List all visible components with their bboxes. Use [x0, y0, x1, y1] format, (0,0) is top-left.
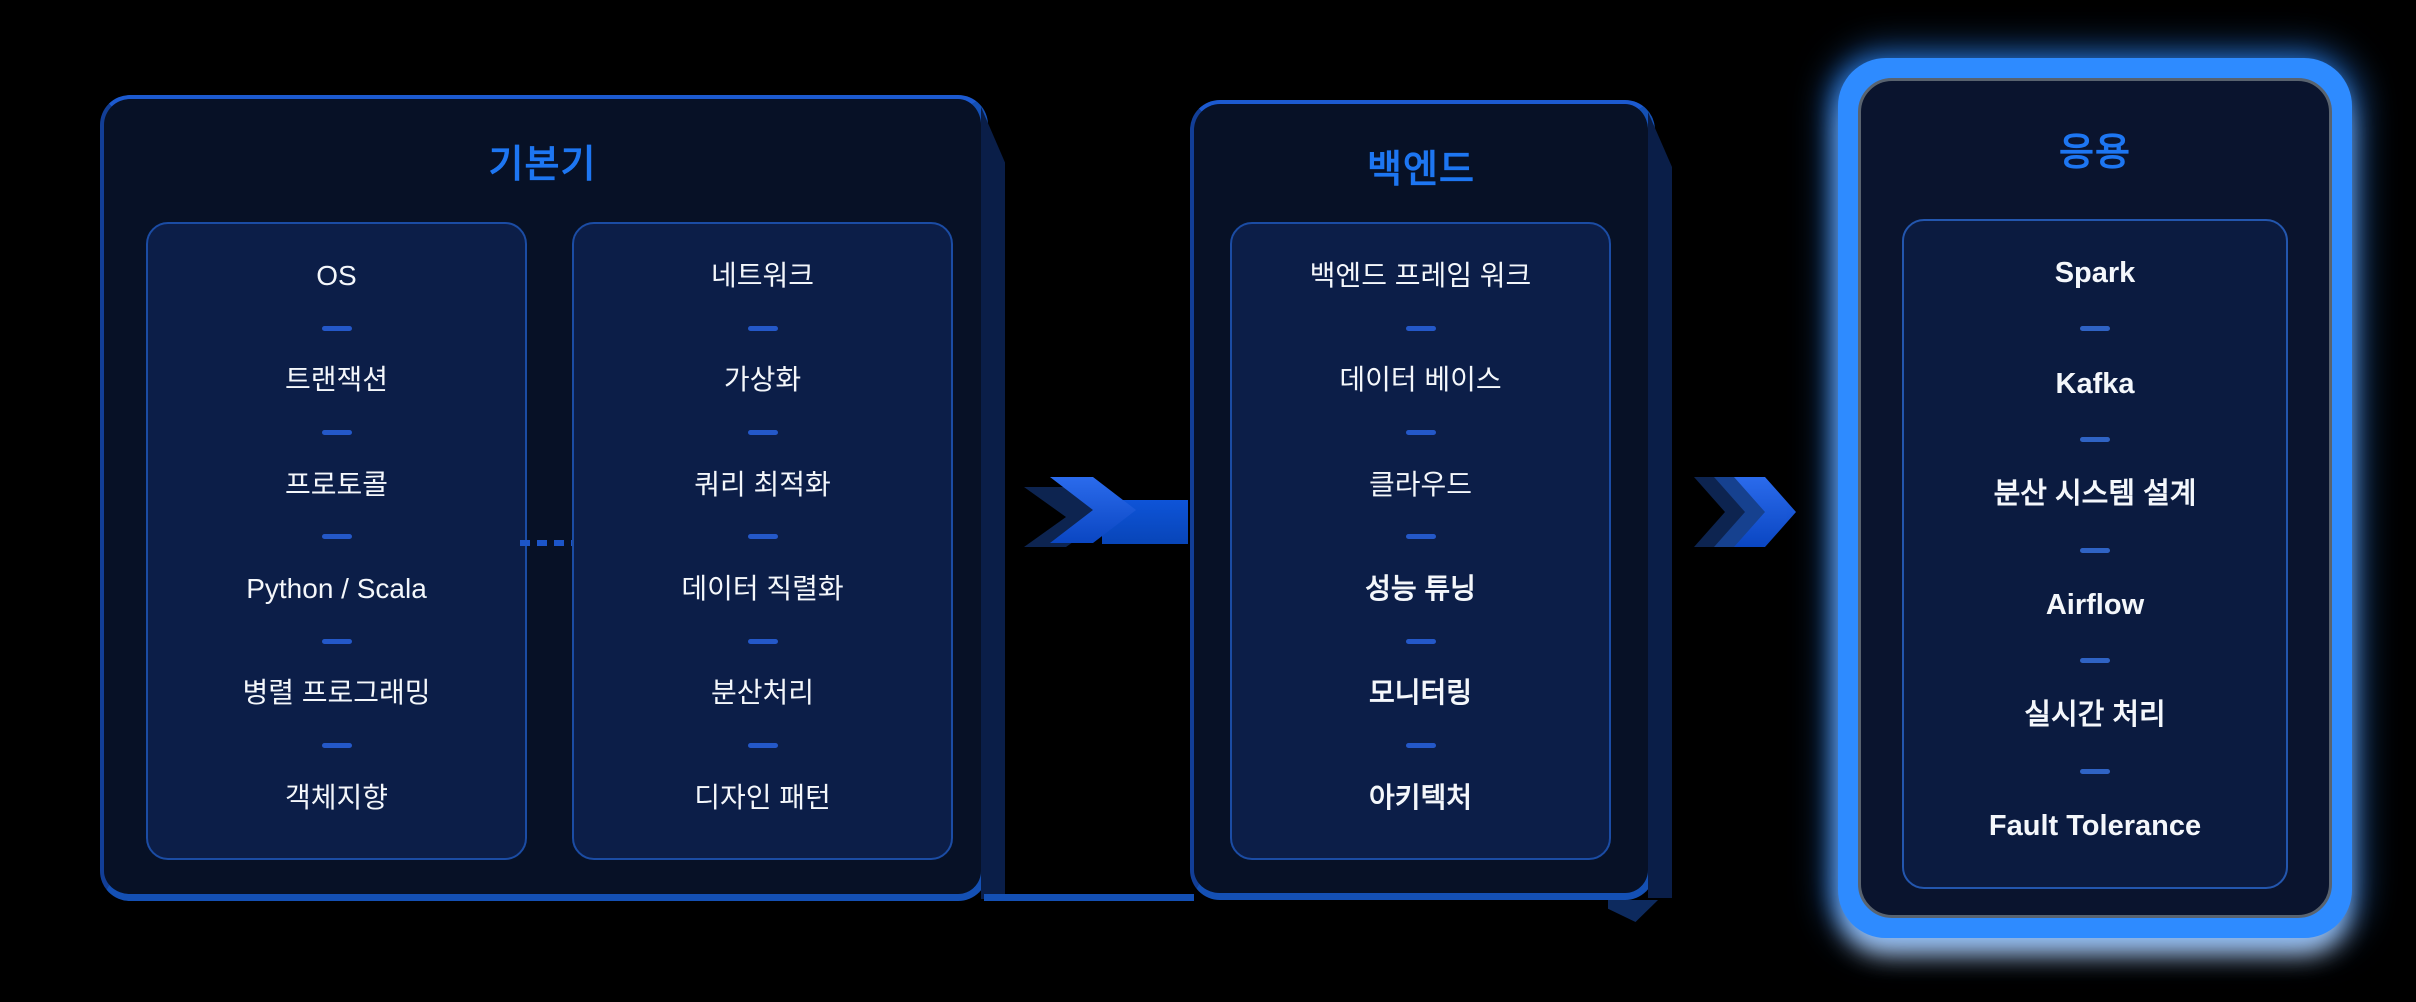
list-item: 가상화	[723, 364, 802, 396]
item-separator	[2080, 326, 2110, 332]
list-item: 데이터 베이스	[1339, 364, 1502, 396]
item-separator	[2080, 547, 2110, 553]
panel-backend: 백엔드 백엔드 프레임 워크 데이터 베이스 클라우드 성능 튜닝 모니터링 아…	[1190, 100, 1672, 900]
list-item: 객체지향	[284, 781, 389, 813]
list-item: Fault Tolerance	[1988, 809, 2202, 842]
item-separator	[1405, 534, 1436, 540]
list-item: Spark	[2054, 257, 2136, 289]
list-item: Python / Scala	[246, 573, 427, 605]
basics-column-1-card: OS 트랜잭션 프로토콜 Python / Scala 병렬 프로그래밍 객체지…	[146, 222, 527, 860]
item-separator	[1405, 430, 1436, 436]
list-item: 성능 튜닝	[1365, 573, 1476, 605]
item-separator	[747, 743, 778, 749]
item-separator	[1405, 325, 1436, 331]
list-item: 실시간 처리	[2024, 699, 2166, 732]
flow-arrow-backend-to-application	[1694, 477, 1796, 547]
panel-corner-fold	[1608, 900, 1658, 922]
list-item: OS	[316, 260, 357, 291]
list-item: Kafka	[2055, 367, 2135, 400]
panel-baseline-connector	[984, 894, 1194, 901]
panel-application-title: 응용	[2059, 132, 2131, 174]
application-card: Spark Kafka 분산 시스템 설계 Airflow 실시간 처리 Fau…	[1902, 219, 2288, 889]
basics-column-2-card: 네트워크 가상화 쿼리 최적화 데이터 직렬화 분산처리 디자인 패턴	[572, 222, 953, 860]
panel-application: 응용 Spark Kafka 분산 시스템 설계 Airflow 실시간 처리 …	[1858, 78, 2332, 918]
panel-backend-title: 백엔드	[1367, 149, 1475, 191]
list-item: 데이터 직렬화	[681, 573, 844, 605]
item-separator	[321, 638, 352, 644]
item-separator	[321, 743, 352, 749]
item-separator	[2080, 436, 2110, 442]
item-separator	[321, 325, 352, 331]
flow-arrow-basics-to-backend	[1022, 477, 1188, 547]
item-separator	[747, 325, 778, 331]
panel-basics: 기본기 OS 트랜잭션 프로토콜 Python / Scala 병렬 프로그래밍…	[100, 95, 1005, 901]
panel-side-extrusion	[1648, 112, 1672, 898]
item-separator	[747, 430, 778, 436]
item-separator	[2080, 768, 2110, 774]
list-item: 프로토콜	[284, 468, 389, 500]
dashed-connector	[520, 540, 572, 546]
item-separator	[747, 534, 778, 540]
panel-basics-title: 기본기	[488, 144, 597, 186]
list-item: 트랜잭션	[284, 364, 389, 396]
backend-card: 백엔드 프레임 워크 데이터 베이스 클라우드 성능 튜닝 모니터링 아키텍처	[1230, 222, 1611, 860]
list-item: 클라우드	[1368, 468, 1473, 500]
list-item: 네트워크	[710, 260, 815, 291]
item-separator	[1405, 743, 1436, 749]
list-item: Airflow	[2045, 588, 2145, 621]
item-separator	[321, 430, 352, 436]
list-item: 아키텍처	[1368, 781, 1473, 813]
list-item: 백엔드 프레임 워크	[1309, 260, 1532, 291]
item-separator	[747, 638, 778, 644]
item-separator	[1405, 638, 1436, 644]
list-item: 병렬 프로그래밍	[242, 677, 431, 709]
panel-application-highlight-frame: 응용 Spark Kafka 분산 시스템 설계 Airflow 실시간 처리 …	[1838, 58, 2352, 938]
list-item: 쿼리 최적화	[694, 468, 831, 500]
item-separator	[2080, 658, 2110, 664]
list-item: 모니터링	[1368, 677, 1473, 709]
panel-side-extrusion	[981, 107, 1005, 899]
list-item: 디자인 패턴	[694, 781, 831, 813]
list-item: 분산처리	[710, 677, 815, 709]
item-separator	[321, 534, 352, 540]
list-item: 분산 시스템 설계	[1993, 478, 2197, 511]
